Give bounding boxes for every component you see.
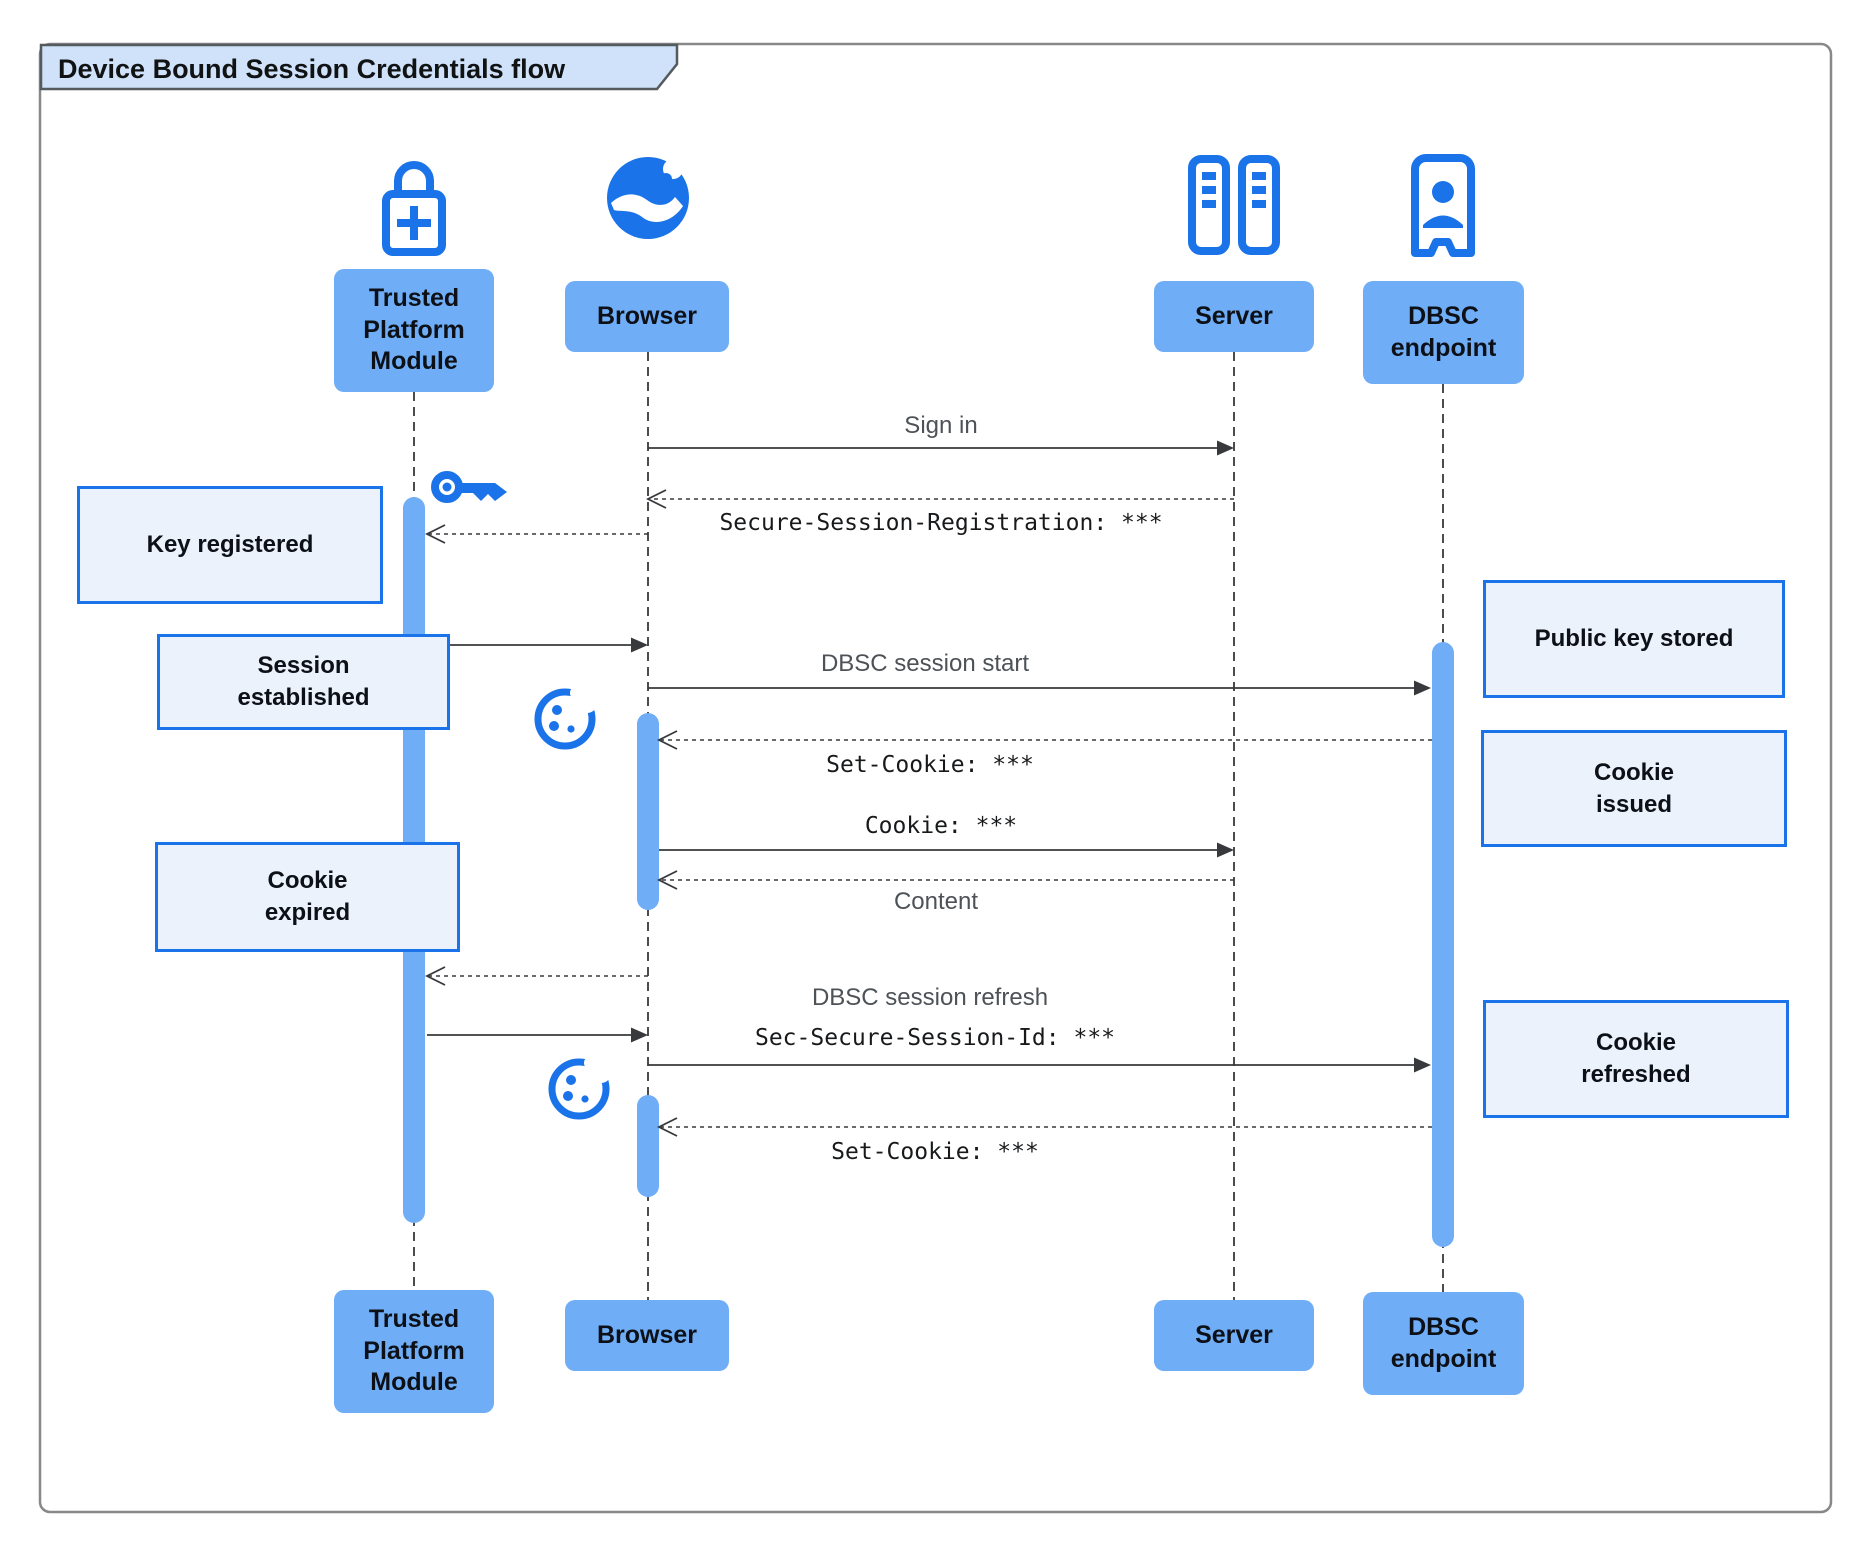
server-rack-icon bbox=[1186, 153, 1282, 257]
key-icon bbox=[429, 460, 513, 514]
note-cookie-refreshed: Cookie refreshed bbox=[1483, 1000, 1789, 1118]
arrow-dbsc-session-start bbox=[648, 680, 1431, 696]
message-label-dbsc-session-start: DBSC session start bbox=[820, 650, 1030, 677]
participant-tpm-bottom: Trusted Platform Module bbox=[334, 1290, 494, 1413]
participant-browser-bottom: Browser bbox=[565, 1300, 729, 1371]
arrow-set-cookie-2 bbox=[656, 1117, 1432, 1137]
note-cookie-expired: Cookie expired bbox=[155, 842, 460, 952]
activation-bar-browser-2 bbox=[637, 1095, 659, 1197]
diagram-title: Device Bound Session Credentials flow bbox=[58, 54, 566, 84]
arrow-tpm-to-browser-2 bbox=[427, 1027, 648, 1043]
arrow-browser-to-tpm-register bbox=[424, 524, 648, 544]
message-label-content: Content bbox=[893, 888, 979, 915]
badge-person-icon bbox=[1405, 152, 1481, 260]
arrow-secure-session-registration bbox=[645, 489, 1234, 509]
participant-server-top: Server bbox=[1154, 281, 1314, 352]
participant-browser-top: Browser bbox=[565, 281, 729, 352]
lock-plus-icon bbox=[371, 148, 457, 260]
activation-bar-browser-1 bbox=[637, 713, 659, 910]
note-public-key-stored: Public key stored bbox=[1483, 580, 1785, 698]
cookie-icon bbox=[532, 686, 598, 752]
message-label-secure-session-registration: Secure-Session-Registration: *** bbox=[719, 510, 1163, 536]
participant-dbsc-bottom: DBSC endpoint bbox=[1363, 1292, 1524, 1395]
participant-dbsc-top: DBSC endpoint bbox=[1363, 281, 1524, 384]
participant-tpm-top: Trusted Platform Module bbox=[334, 269, 494, 392]
note-session-established: Session established bbox=[157, 634, 450, 730]
arrow-set-cookie-1 bbox=[656, 730, 1432, 750]
message-label-sec-secure-session-id: Sec-Secure-Session-Id: *** bbox=[754, 1025, 1116, 1051]
message-label-sign-in: Sign in bbox=[904, 412, 978, 439]
note-key-registered: Key registered bbox=[77, 486, 383, 604]
message-label-dbsc-session-refresh: DBSC session refresh bbox=[811, 984, 1049, 1011]
message-label-set-cookie-1: Set-Cookie: *** bbox=[826, 752, 1034, 778]
note-cookie-issued: Cookie issued bbox=[1481, 730, 1787, 847]
arrow-tpm-to-browser-1 bbox=[427, 637, 648, 653]
globe-icon bbox=[603, 153, 693, 243]
arrow-cookie bbox=[659, 842, 1234, 858]
message-label-cookie: Cookie: *** bbox=[864, 813, 1018, 839]
arrow-content bbox=[656, 870, 1234, 890]
arrow-dbsc-session-refresh bbox=[648, 1057, 1431, 1073]
arrow-sign-in bbox=[648, 440, 1234, 456]
activation-bar-dbsc bbox=[1432, 642, 1454, 1247]
cookie-icon bbox=[546, 1056, 612, 1122]
participant-server-bottom: Server bbox=[1154, 1300, 1314, 1371]
arrow-browser-to-tpm-refresh bbox=[424, 966, 648, 986]
message-label-set-cookie-2: Set-Cookie: *** bbox=[831, 1139, 1039, 1165]
